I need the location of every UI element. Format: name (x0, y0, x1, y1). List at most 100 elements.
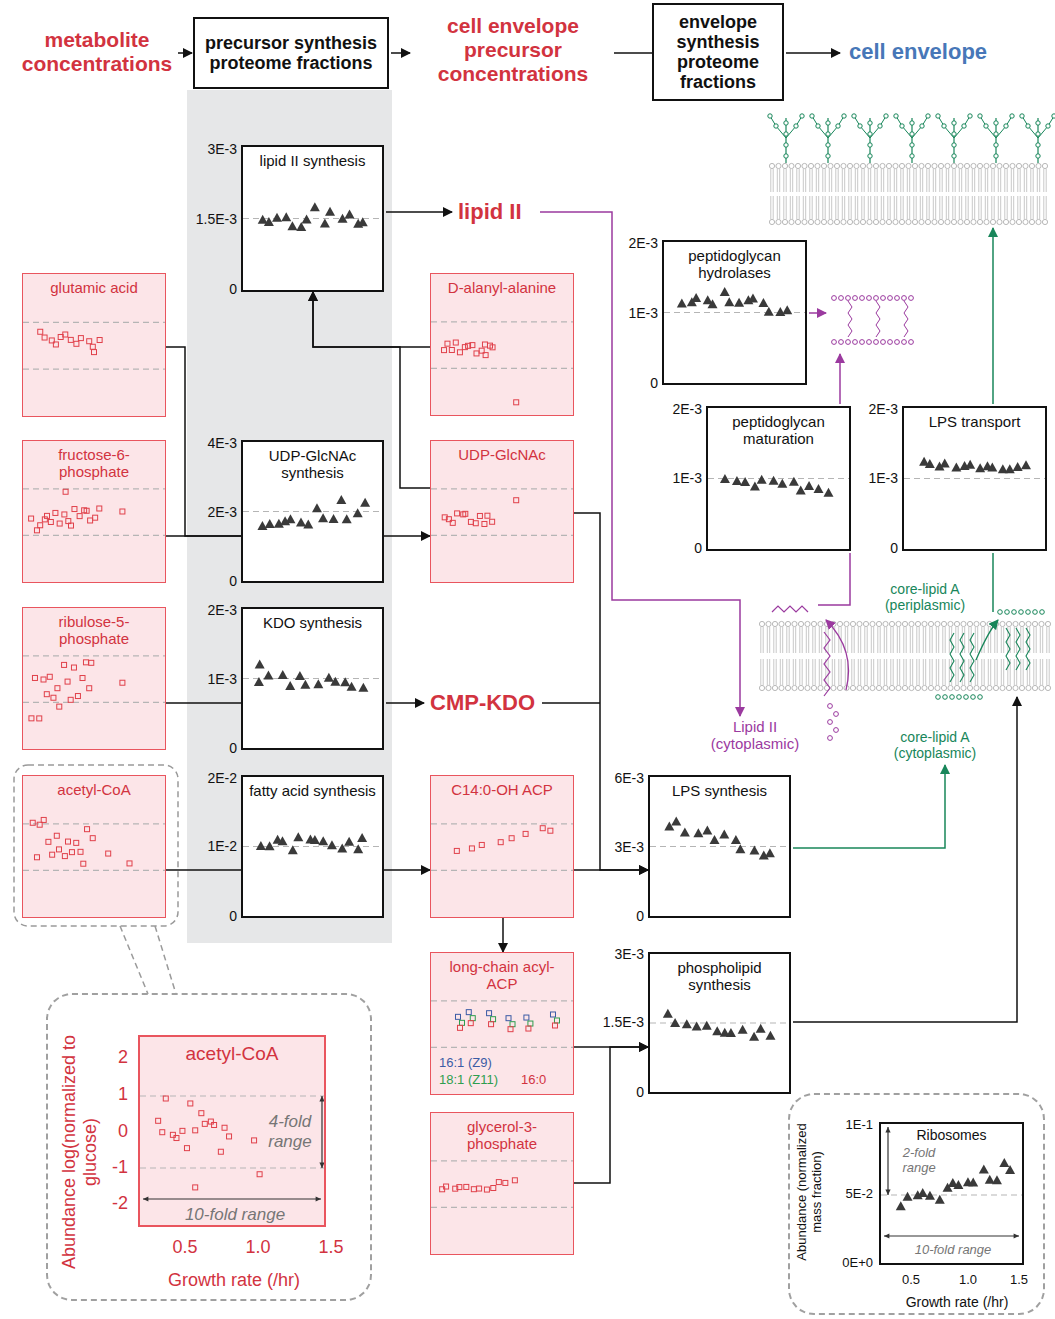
data-point (256, 841, 266, 850)
lipid-head (915, 621, 920, 626)
data-point (512, 1178, 517, 1183)
data-point (48, 519, 53, 524)
data-point (344, 837, 354, 846)
lipid-tail (901, 169, 903, 192)
data-point (487, 1011, 492, 1016)
lipid-head (1032, 621, 1037, 626)
data-point (46, 839, 51, 844)
lipid-head (1019, 685, 1024, 690)
data-point (726, 1028, 736, 1037)
range-arrow (143, 1198, 321, 1199)
peptidoglycan-route (818, 553, 850, 605)
lipid-head (961, 685, 966, 690)
sugar-unit (971, 695, 976, 700)
panel-note: 4-fold range (255, 1112, 325, 1151)
sugar-unit (910, 154, 914, 158)
lipid-tail (972, 169, 974, 192)
lipid-head (971, 163, 976, 168)
data-point (303, 519, 313, 528)
panel-title: Ribosomes (885, 1127, 1018, 1143)
proteome-panel: phospholipid synthesis (648, 952, 791, 1094)
lipid-head (1026, 621, 1031, 626)
lipid-head (1013, 621, 1018, 626)
lipid-tail (829, 169, 831, 192)
data-point (54, 833, 59, 838)
metabolite-panel: D-alanyl-alanine (430, 273, 574, 416)
reference-line (23, 823, 165, 824)
data-point (252, 1138, 257, 1143)
data-point (357, 833, 367, 842)
lipid-tail (884, 627, 886, 653)
data-point (663, 1009, 673, 1018)
axis-tick: 0 (636, 1084, 644, 1100)
axis-tick: 0 (118, 1121, 128, 1142)
glycan-unit (881, 296, 886, 301)
lipid-tail (992, 169, 994, 192)
lipid-tail (907, 169, 909, 192)
range-arrow-head (319, 1163, 324, 1168)
lipid-tail (904, 659, 906, 685)
lipid-tail (810, 196, 812, 219)
data-point (999, 1158, 1009, 1167)
lipid-head (951, 163, 956, 168)
panel-note: Growth rate (/hr) (168, 1270, 300, 1291)
lipid-head (847, 163, 852, 168)
lipid-tail (1014, 627, 1016, 653)
data-point (320, 218, 330, 227)
sugar-unit (800, 114, 804, 118)
lipid-head (967, 685, 972, 690)
callout-leader (155, 926, 176, 994)
data-point (208, 1119, 213, 1124)
lipid-head (847, 219, 852, 224)
lipid-head (821, 219, 826, 224)
proteome-panel: peptidoglycan maturation (706, 406, 851, 551)
data-point (804, 481, 814, 490)
sugar-unit (942, 124, 946, 128)
data-point (272, 213, 282, 222)
lipid-head (977, 219, 982, 224)
lipid-head (984, 163, 989, 168)
lipid-head (811, 685, 816, 690)
data-point (353, 508, 363, 517)
glycan-unit (881, 340, 886, 345)
data-point (32, 675, 37, 680)
connector (166, 347, 241, 536)
panel-note: 2-fold range (895, 1146, 943, 1176)
flow-arrow (386, 211, 452, 213)
lps-branch (812, 116, 844, 138)
data-point (278, 670, 288, 679)
glycan-unit (867, 296, 872, 301)
lipid-a-tail (960, 633, 964, 682)
data-point (65, 839, 70, 844)
sugar-unit (952, 121, 956, 125)
connector (384, 869, 430, 871)
data-point (285, 514, 295, 523)
data-point (62, 854, 67, 859)
panel-note: 16:1 (Z9) (439, 1056, 492, 1071)
lipid-head (759, 685, 764, 690)
data-point (41, 677, 46, 682)
lipid-head (896, 685, 901, 690)
data-point (508, 1027, 513, 1032)
data-point (485, 513, 490, 518)
data-point (325, 207, 335, 216)
lipid-tail (901, 196, 903, 219)
range-arrow (884, 1235, 1019, 1236)
data-point (63, 489, 68, 494)
sugar-unit (868, 154, 872, 158)
data-point (765, 1031, 775, 1040)
lipid-head (876, 685, 881, 690)
lipid-head (1000, 685, 1005, 690)
lipid-tail (771, 169, 773, 192)
flow-arrow (786, 52, 840, 54)
flip-arrow (976, 620, 998, 660)
lipid-head (909, 621, 914, 626)
data-point (45, 513, 50, 518)
peptide-crosslink (876, 301, 880, 337)
lipid-head (932, 163, 937, 168)
data-point (1021, 460, 1031, 469)
data-point (263, 671, 273, 680)
axis-tick: 0 (229, 740, 237, 756)
axis-tick: 1E-3 (868, 470, 898, 486)
lipid-tail (936, 659, 938, 685)
